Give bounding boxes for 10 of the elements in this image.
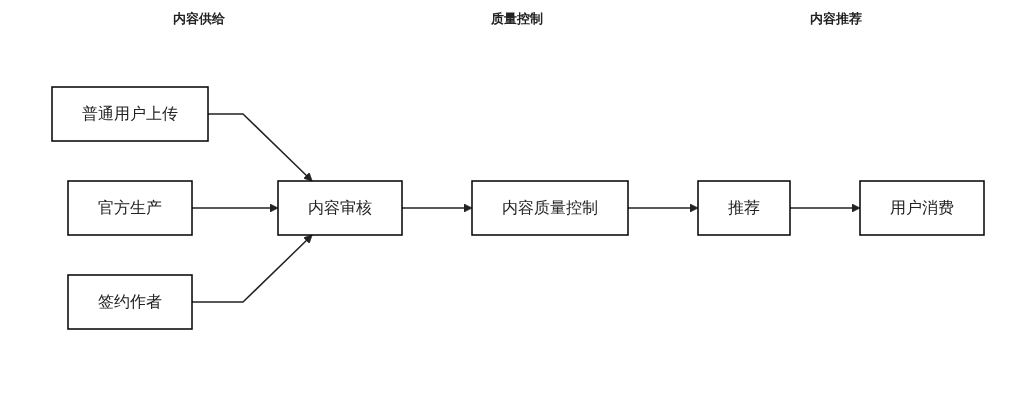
node-box: 内容质量控制	[470, 180, 629, 236]
node-box: 用户消费	[858, 180, 985, 236]
node-box: 普通用户上传	[50, 86, 209, 142]
group-heading: 质量控制	[491, 10, 544, 28]
node-box: 官方生产	[66, 180, 193, 236]
group-heading: 内容推荐	[809, 10, 862, 28]
group-heading: 内容供给	[173, 10, 226, 28]
node-box: 推荐	[696, 180, 791, 236]
node-box: 签约作者	[66, 274, 193, 330]
node-box: 内容审核	[276, 180, 403, 236]
